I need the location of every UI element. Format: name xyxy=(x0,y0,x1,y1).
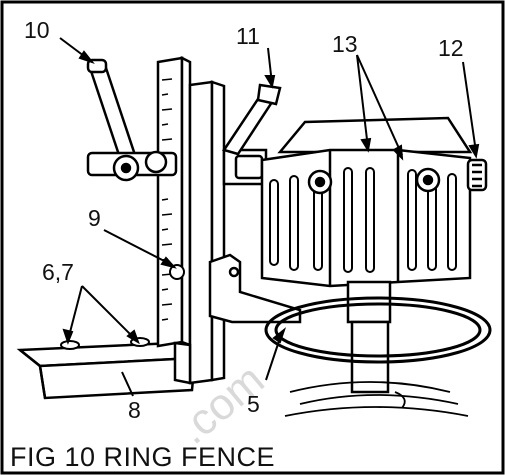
clamp-handle xyxy=(222,83,282,156)
callout-5: 5 xyxy=(247,391,260,417)
callout-10: 10 xyxy=(24,17,50,43)
callout-11: 11 xyxy=(236,23,260,49)
callout-9: 9 xyxy=(88,205,101,231)
guard-screws xyxy=(307,167,441,195)
figure-caption: FIG 10 RING FENCE xyxy=(10,442,275,472)
callout-8: 8 xyxy=(128,397,141,423)
lever-pivot xyxy=(86,150,178,182)
guard-slots xyxy=(269,167,457,273)
table-ripples xyxy=(284,381,469,417)
ring-fence xyxy=(264,296,492,364)
callout-leaders xyxy=(59,37,480,397)
base-plate xyxy=(16,341,199,400)
side-knob xyxy=(466,158,488,192)
ring-bracket xyxy=(208,253,302,324)
callout-6-7: 6,7 xyxy=(42,259,74,285)
callout-13: 13 xyxy=(332,31,358,57)
callout-12: 12 xyxy=(438,35,464,61)
vertical-scale-post xyxy=(156,55,192,348)
adjustment-knob xyxy=(169,264,185,280)
horizontal-arm xyxy=(222,148,268,186)
